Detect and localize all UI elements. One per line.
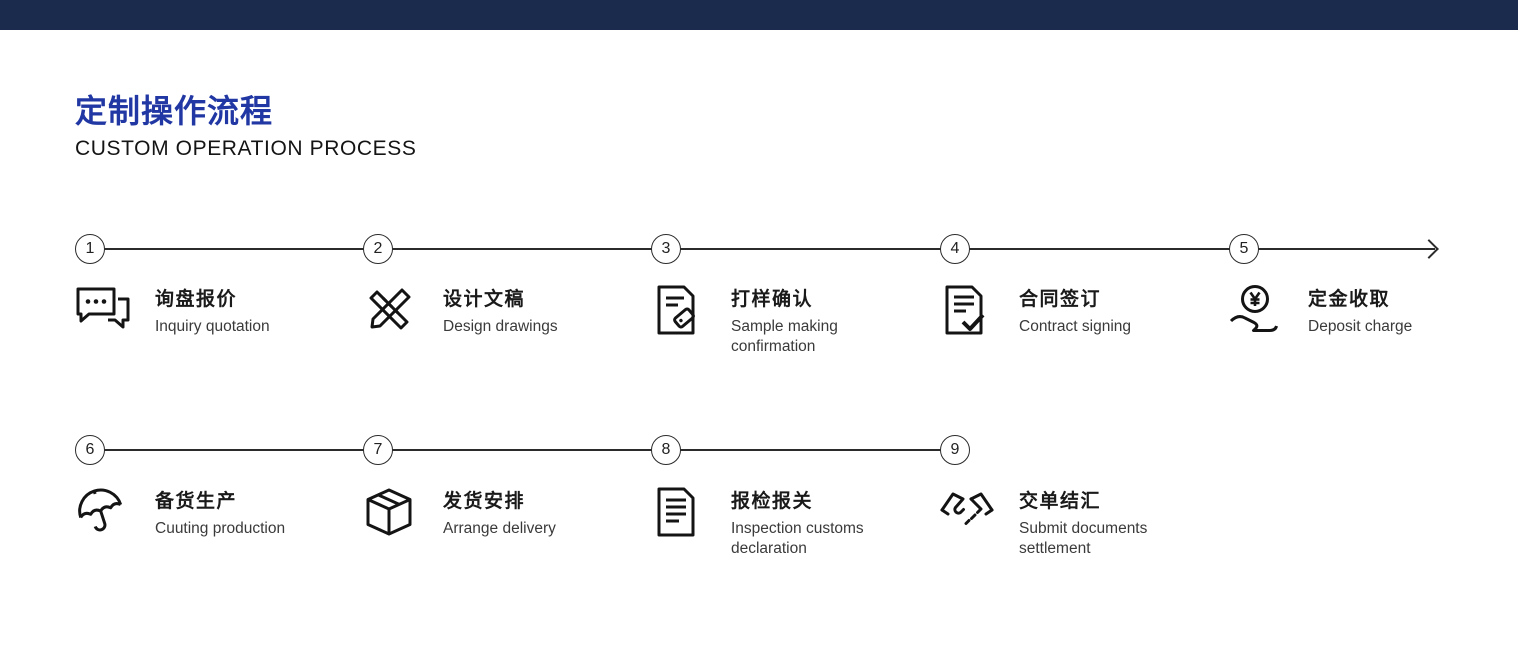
step-circle-4: 4 (940, 234, 970, 264)
step-number: 1 (85, 240, 95, 257)
step-number: 9 (950, 441, 960, 458)
step-number: 2 (373, 240, 383, 257)
document-tag-icon (651, 284, 709, 342)
step-item-documents-settlement: 交单结汇 Submit documents settlement (939, 486, 1217, 560)
step-circle-2: 2 (363, 234, 393, 264)
step-circle-5: 5 (1229, 234, 1259, 264)
step-circle-6: 6 (75, 435, 105, 465)
step-subtitle: Sample making confirmation (731, 318, 838, 356)
timeline-row-1: 1 2 3 4 5 (75, 234, 1465, 264)
page-subtitle: CUSTOM OPERATION PROCESS (75, 137, 417, 160)
step-item-sample-confirmation: 打样确认 Sample making confirmation (651, 284, 929, 358)
step-title: 询盘报价 (155, 289, 238, 310)
step-title: 定金收取 (1308, 289, 1391, 310)
step-subtitle: Inspection customs declaration (731, 520, 864, 558)
step-subtitle: Arrange delivery (443, 520, 556, 537)
chat-bubbles-icon (75, 284, 133, 342)
step-title: 设计文稿 (443, 289, 526, 310)
coin-hand-icon (1228, 284, 1286, 342)
step-circle-8: 8 (651, 435, 681, 465)
package-box-icon (363, 486, 421, 544)
step-number: 6 (85, 441, 95, 458)
arrow-right-icon (1419, 238, 1439, 259)
step-item-contract-signing: 合同签订 Contract signing (939, 284, 1217, 342)
step-circle-7: 7 (363, 435, 393, 465)
step-subtitle: Deposit charge (1308, 318, 1413, 335)
step-number: 5 (1239, 240, 1249, 257)
step-title: 报检报关 (731, 491, 814, 512)
step-title: 交单结汇 (1019, 491, 1102, 512)
step-item-inquiry-quotation: 询盘报价 Inquiry quotation (75, 284, 353, 342)
step-circle-3: 3 (651, 234, 681, 264)
document-lines-icon (651, 486, 709, 544)
step-subtitle: Contract signing (1019, 318, 1132, 335)
step-number: 7 (373, 441, 383, 458)
step-number: 8 (661, 441, 671, 458)
timeline-row-2: 6 7 8 9 (75, 435, 985, 465)
step-subtitle: Submit documents settlement (1019, 520, 1148, 558)
step-item-deposit-charge: 定金收取 Deposit charge (1228, 284, 1506, 342)
step-circle-9: 9 (940, 435, 970, 465)
step-subtitle: Cuuting production (155, 520, 286, 537)
step-title: 打样确认 (731, 289, 814, 310)
step-item-design-drawings: 设计文稿 Design drawings (363, 284, 641, 342)
document-check-icon (939, 284, 997, 342)
page-title: 定制操作流程 (75, 93, 274, 129)
handshake-icon (939, 486, 997, 544)
step-title: 合同签订 (1019, 289, 1102, 310)
step-number: 4 (950, 240, 960, 257)
ruler-pencil-icon (363, 284, 421, 342)
step-item-production: 备货生产 Cuuting production (75, 486, 353, 544)
step-title: 发货安排 (443, 491, 526, 512)
step-subtitle: Inquiry quotation (155, 318, 270, 335)
step-subtitle: Design drawings (443, 318, 558, 335)
timeline-line (89, 449, 955, 451)
step-item-arrange-delivery: 发货安排 Arrange delivery (363, 486, 641, 544)
step-circle-1: 1 (75, 234, 105, 264)
timeline-line (89, 248, 1435, 250)
step-item-customs-declaration: 报检报关 Inspection customs declaration (651, 486, 929, 560)
step-title: 备货生产 (155, 491, 238, 512)
step-number: 3 (661, 240, 671, 257)
top-bar (0, 0, 1518, 30)
umbrella-icon (75, 486, 133, 544)
